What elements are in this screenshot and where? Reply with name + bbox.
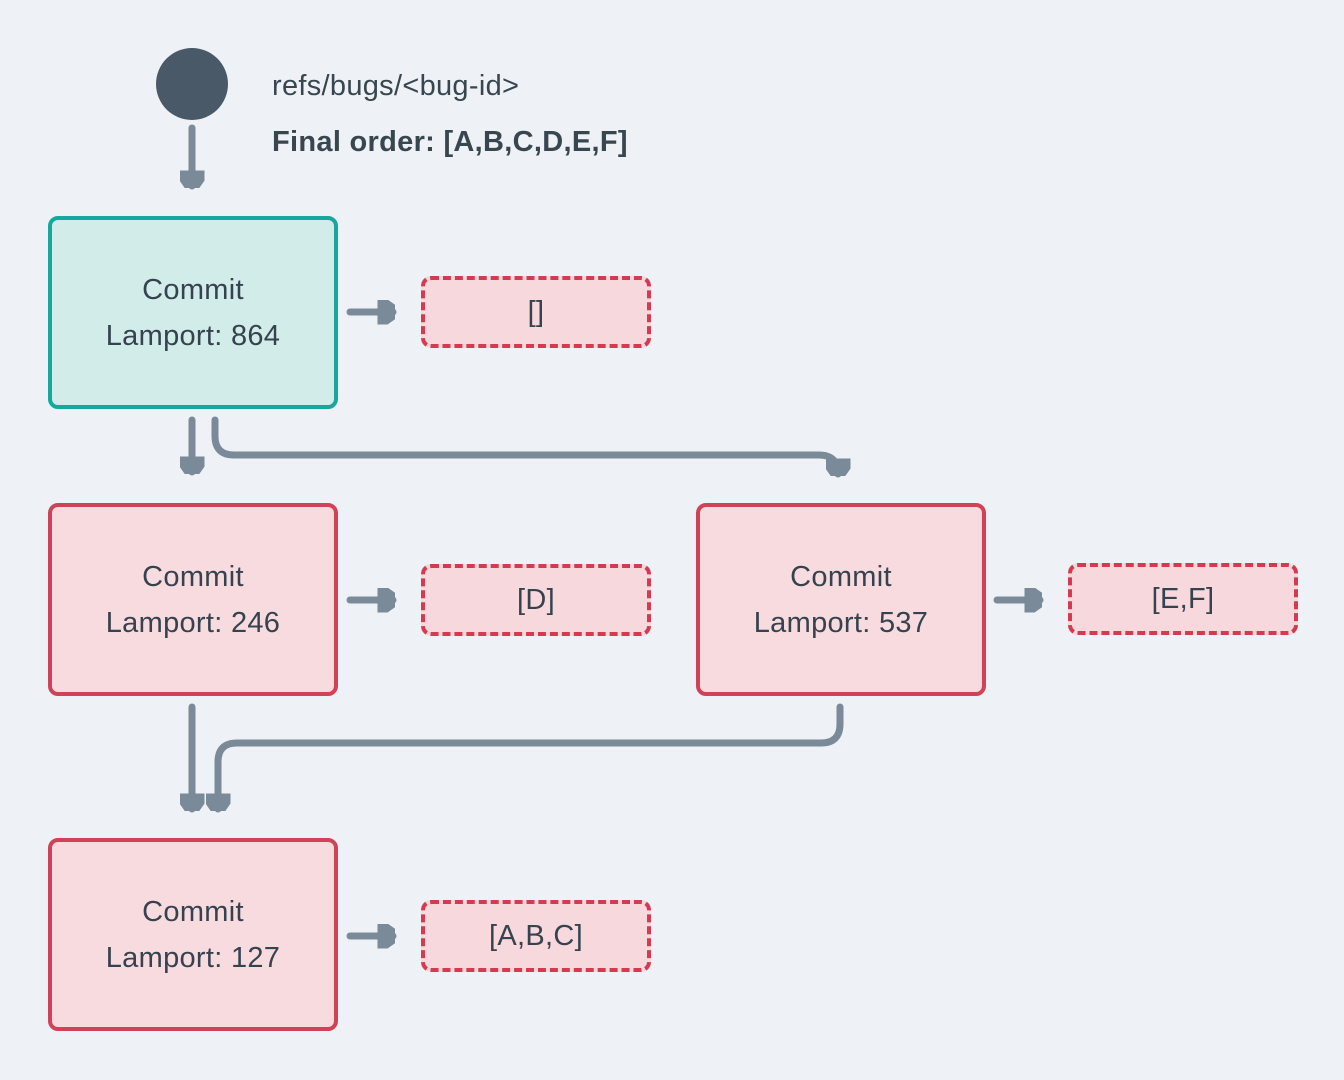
ref-circle-icon [156,48,228,120]
commit-node-864: Commit Lamport: 864 [48,216,338,409]
commit-node-537: Commit Lamport: 537 [696,503,986,696]
commit-lamport: Lamport: 864 [105,319,281,352]
commit-node-246: Commit Lamport: 246 [48,503,338,696]
payload-box-864: [] [421,276,651,348]
commit-node-127: Commit Lamport: 127 [48,838,338,1031]
commit-lamport: Lamport: 537 [753,606,929,639]
commit-title: Commit [142,273,244,306]
final-order-label: Final order: [A,B,C,D,E,F] [272,126,628,158]
payload-box-127: [A,B,C] [421,900,651,972]
commit-lamport: Lamport: 127 [105,941,281,974]
payload-box-246: [D] [421,564,651,636]
payload-box-537: [E,F] [1068,563,1298,635]
arrow-commit-864-to-commit-537 [211,416,838,478]
ref-name-label: refs/bugs/<bug-id> [272,70,520,102]
arrow-commit-537-to-commit-127 [218,703,844,813]
commit-title: Commit [790,560,892,593]
commit-title: Commit [142,560,244,593]
commit-title: Commit [142,895,244,928]
commit-lamport: Lamport: 246 [105,606,281,639]
